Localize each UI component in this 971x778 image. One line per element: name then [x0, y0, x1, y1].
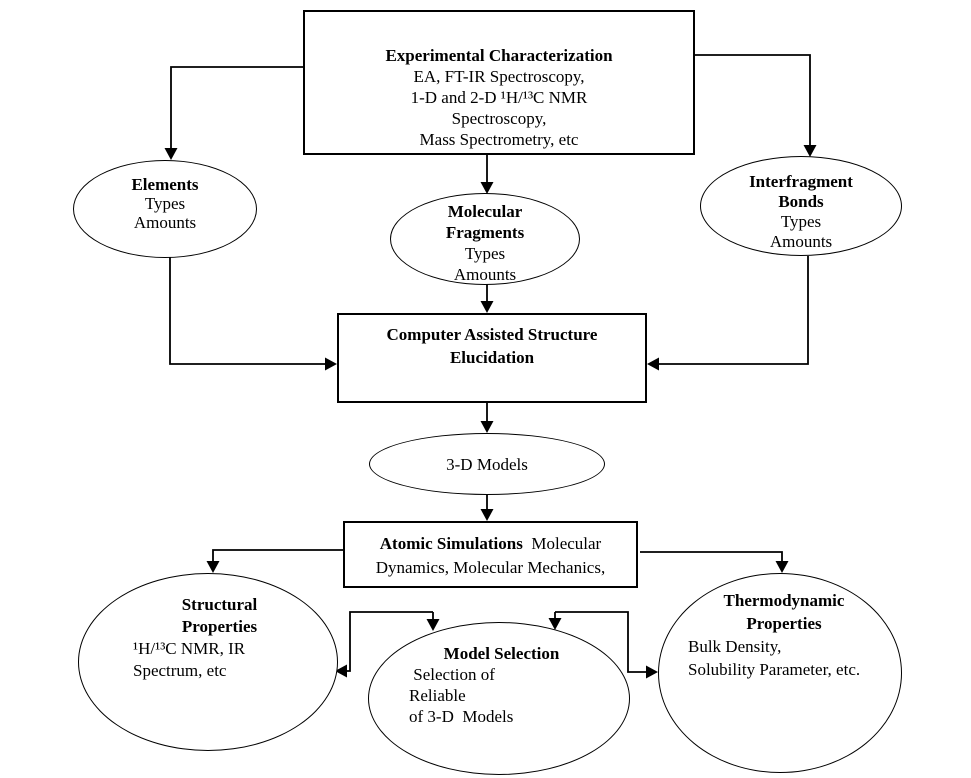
node-title: Molecular [447, 202, 523, 221]
node-title: Structural [181, 595, 258, 614]
node-title: Experimental Characterization [385, 46, 613, 65]
connector-modelselection-thermodynamic [554, 611, 647, 673]
arrowhead-down-icon [480, 509, 494, 521]
node-title: Properties [746, 614, 822, 633]
node-title: 3-D Models [446, 454, 528, 474]
node-title: Model Selection [443, 644, 560, 663]
node-line: Selection of [409, 665, 495, 684]
node-atomic-simulations: Atomic Simulations Molecular Dynamics, M… [343, 521, 638, 588]
arrowhead-down-icon [480, 421, 494, 433]
node-molecular-fragments: Molecular Fragments Types Amounts [390, 193, 580, 285]
arrowhead-down-icon [480, 182, 494, 194]
node-line: ¹H/¹³C NMR, IR [133, 639, 246, 658]
node-computer-assisted-structure-elucidation: Computer Assisted Structure Elucidation [337, 313, 647, 403]
node-line: Types [780, 212, 822, 231]
arrowhead-down-icon [480, 301, 494, 313]
node-line: Atomic Simulations Molecular [345, 532, 636, 556]
node-line: 1-D and 2-D ¹H/¹³C NMR [410, 88, 588, 107]
connector-atomic-to-thermodynamic [640, 551, 783, 563]
node-title: Bonds [778, 192, 824, 211]
node-thermodynamic-properties: Thermodynamic Properties Bulk Density, S… [658, 573, 902, 773]
arrowhead-left-icon [335, 664, 347, 678]
node-elements: Elements Types Amounts [73, 160, 257, 258]
node-line: Amounts [769, 232, 833, 251]
connector-interfragment-to-case [657, 256, 809, 365]
arrowhead-down-icon [775, 561, 789, 573]
node-title: Elements [131, 175, 199, 194]
node-model-selection: Model Selection Selection of Reliable of… [368, 622, 630, 775]
arrowhead-left-icon [647, 357, 659, 371]
node-line: Spectrum, etc [133, 661, 227, 680]
node-line: Spectroscopy, [451, 109, 547, 128]
node-title: Computer Assisted Structure [386, 325, 598, 344]
arrowhead-down-icon [803, 145, 817, 157]
connector-elements-to-case [169, 257, 327, 365]
arrowhead-down-icon [548, 618, 562, 630]
node-3d-models: 3-D Models [369, 433, 605, 495]
node-title: Interfragment [749, 172, 853, 191]
connector-modelselection-structural [346, 611, 434, 672]
node-line: Mass Spectrometry, etc [419, 130, 579, 149]
node-line: Bulk Density, [688, 637, 782, 656]
node-line: EA, FT-IR Spectroscopy, [413, 67, 585, 86]
node-title: Fragments [445, 223, 525, 242]
arrowhead-down-icon [164, 148, 178, 160]
node-structural-properties: Structural Properties ¹H/¹³C NMR, IR Spe… [78, 573, 338, 751]
node-line: Amounts [453, 265, 517, 284]
node-interfragment-bonds: Interfragment Bonds Types Amounts [700, 156, 902, 256]
node-title: Atomic Simulations [379, 534, 523, 553]
node-line: Solubility Parameter, etc. [688, 660, 861, 679]
arrowhead-right-icon [325, 357, 337, 371]
node-line: Types [464, 244, 506, 263]
arrowhead-right-icon [646, 665, 658, 679]
node-title: Properties [181, 617, 258, 636]
node-line: of 3-D Models [409, 707, 514, 726]
connector-atomic-to-structural [212, 549, 343, 563]
node-experimental-characterization: Experimental Characterization EA, FT-IR … [303, 10, 695, 155]
node-line: Dynamics, Molecular Mechanics, [375, 558, 606, 577]
node-title-suffix: Molecular [522, 534, 602, 553]
node-line: Reliable [409, 686, 466, 705]
arrowhead-down-icon [426, 619, 440, 631]
connector-experimental-to-interfragment [695, 54, 811, 148]
connector-experimental-to-elements [170, 66, 303, 151]
node-line: Types [144, 194, 186, 213]
node-title: Thermodynamic [723, 591, 845, 610]
node-title: Elucidation [449, 348, 535, 367]
node-line: Amounts [133, 213, 197, 232]
arrowhead-down-icon [206, 561, 220, 573]
